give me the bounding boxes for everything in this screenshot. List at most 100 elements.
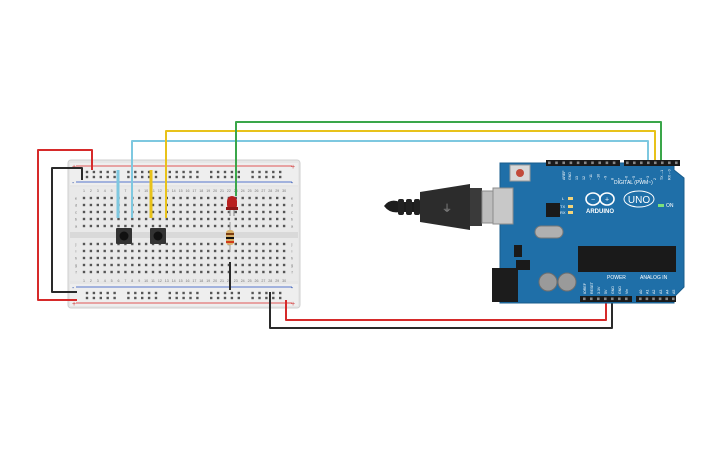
rail-hole[interactable] <box>92 291 96 295</box>
rail-hole[interactable] <box>113 291 116 295</box>
breadboard-hole[interactable] <box>241 217 244 221</box>
breadboard-hole[interactable] <box>179 210 182 214</box>
breadboard-hole[interactable] <box>269 196 272 200</box>
breadboard-hole[interactable] <box>241 270 244 274</box>
header-pin[interactable] <box>584 161 587 165</box>
pushbutton-2[interactable] <box>150 228 166 244</box>
breadboard-hole[interactable] <box>144 210 148 214</box>
breadboard-hole[interactable] <box>276 210 279 214</box>
rail-hole[interactable] <box>216 296 220 300</box>
rail-hole[interactable] <box>230 175 234 179</box>
rail-hole[interactable] <box>99 175 102 179</box>
breadboard-hole[interactable] <box>248 242 251 246</box>
breadboard-hole[interactable] <box>151 203 155 207</box>
rail-hole[interactable] <box>182 175 185 179</box>
breadboard-hole[interactable] <box>117 263 120 267</box>
breadboard-hole[interactable] <box>151 256 155 260</box>
rail-hole[interactable] <box>127 170 130 174</box>
breadboard-hole[interactable] <box>200 270 203 274</box>
breadboard-hole[interactable] <box>131 256 134 260</box>
breadboard-hole[interactable] <box>269 249 272 253</box>
breadboard-hole[interactable] <box>82 217 86 221</box>
breadboard-hole[interactable] <box>179 270 182 274</box>
breadboard-hole[interactable] <box>207 224 210 228</box>
breadboard-hole[interactable] <box>117 256 120 260</box>
breadboard-hole[interactable] <box>227 256 231 260</box>
header-pin[interactable] <box>633 161 636 165</box>
breadboard-hole[interactable] <box>276 203 279 207</box>
breadboard-hole[interactable] <box>158 217 162 221</box>
breadboard-hole[interactable] <box>138 270 141 274</box>
wire-black-gnd[interactable] <box>269 292 613 329</box>
breadboard-hole[interactable] <box>124 256 127 260</box>
breadboard-hole[interactable] <box>124 217 127 221</box>
breadboard-hole[interactable] <box>269 224 272 228</box>
breadboard-hole[interactable] <box>103 196 106 200</box>
breadboard-hole[interactable] <box>158 249 162 253</box>
breadboard-hole[interactable] <box>165 217 168 221</box>
breadboard-hole[interactable] <box>262 217 265 221</box>
rail-hole[interactable] <box>251 175 254 179</box>
breadboard-hole[interactable] <box>262 196 265 200</box>
breadboard-hole[interactable] <box>255 203 258 207</box>
breadboard-hole[interactable] <box>193 224 196 228</box>
breadboard-hole[interactable] <box>269 210 272 214</box>
breadboard-hole[interactable] <box>255 263 258 267</box>
rail-hole[interactable] <box>127 296 130 300</box>
rail-hole[interactable] <box>168 296 171 300</box>
header-pin[interactable] <box>640 161 643 165</box>
breadboard-hole[interactable] <box>276 217 279 221</box>
header-pin[interactable] <box>583 297 586 301</box>
breadboard-hole[interactable] <box>241 256 244 260</box>
rail-hole[interactable] <box>99 170 102 174</box>
rail-hole[interactable] <box>85 175 89 179</box>
breadboard-hole[interactable] <box>282 224 286 228</box>
breadboard-hole[interactable] <box>96 263 99 267</box>
breadboard-hole[interactable] <box>282 203 286 207</box>
breadboard-hole[interactable] <box>131 263 134 267</box>
breadboard-hole[interactable] <box>227 270 231 274</box>
header-pin[interactable] <box>597 297 600 301</box>
breadboard-hole[interactable] <box>124 249 127 253</box>
breadboard-hole[interactable] <box>282 210 286 214</box>
led-red[interactable] <box>226 196 238 216</box>
breadboard-hole[interactable] <box>179 203 182 207</box>
breadboard-hole[interactable] <box>158 196 162 200</box>
breadboard-hole[interactable] <box>193 249 196 253</box>
rail-hole[interactable] <box>141 175 144 179</box>
breadboard-hole[interactable] <box>241 242 244 246</box>
breadboard-hole[interactable] <box>158 210 162 214</box>
header-pin[interactable] <box>672 297 675 301</box>
breadboard-hole[interactable] <box>89 256 93 260</box>
rail-hole[interactable] <box>175 291 178 295</box>
breadboard-hole[interactable] <box>138 249 141 253</box>
breadboard-hole[interactable] <box>172 263 175 267</box>
breadboard-hole[interactable] <box>172 224 175 228</box>
wire-red-left[interactable] <box>37 149 93 301</box>
breadboard-hole[interactable] <box>165 263 168 267</box>
rail-hole[interactable] <box>279 175 282 179</box>
breadboard-hole[interactable] <box>193 256 196 260</box>
breadboard-hole[interactable] <box>172 203 175 207</box>
breadboard-hole[interactable] <box>282 242 286 246</box>
breadboard-hole[interactable] <box>200 249 203 253</box>
breadboard-hole[interactable] <box>103 210 106 214</box>
header-pin[interactable] <box>654 161 657 165</box>
breadboard-hole[interactable] <box>200 242 203 246</box>
breadboard-hole[interactable] <box>248 249 251 253</box>
breadboard-hole[interactable] <box>234 270 237 274</box>
breadboard-hole[interactable] <box>269 270 272 274</box>
rail-hole[interactable] <box>237 296 240 300</box>
breadboard-hole[interactable] <box>207 217 210 221</box>
wire-black-left[interactable] <box>51 167 83 293</box>
breadboard-hole[interactable] <box>82 263 86 267</box>
breadboard-hole[interactable] <box>179 217 182 221</box>
breadboard-hole[interactable] <box>282 263 286 267</box>
rail-hole[interactable] <box>196 175 199 179</box>
breadboard-hole[interactable] <box>234 256 237 260</box>
breadboard-hole[interactable] <box>234 249 237 253</box>
rail-hole[interactable] <box>251 291 254 295</box>
breadboard-hole[interactable] <box>131 217 134 221</box>
breadboard-hole[interactable] <box>200 203 203 207</box>
breadboard-hole[interactable] <box>151 196 155 200</box>
